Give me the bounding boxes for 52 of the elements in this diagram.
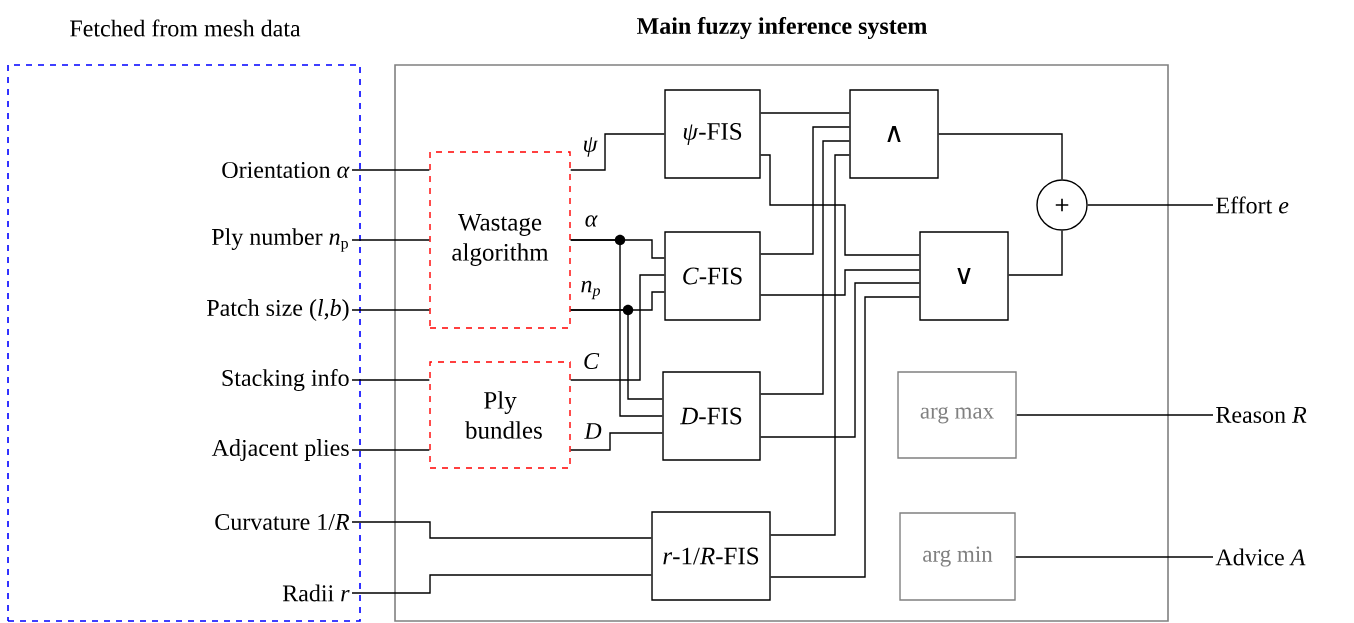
- connector-line: [760, 126, 850, 255]
- connector-line: [938, 133, 1063, 180]
- operator-box: ∨: [919, 231, 1009, 321]
- input-label: Radii r: [282, 584, 350, 602]
- output-label: Effort e: [1216, 196, 1289, 214]
- connector-line: [351, 379, 430, 381]
- edge-label: ψ: [580, 135, 600, 159]
- group-heading: Main fuzzy inference system: [637, 16, 927, 40]
- connector-line: [760, 269, 920, 296]
- output-label: Advice A: [1215, 548, 1306, 566]
- input-label: Stacking info: [222, 368, 349, 392]
- connector-line: [570, 432, 663, 451]
- group-heading: Fetched from mesh data: [70, 19, 301, 37]
- connector-line: [351, 521, 652, 539]
- edge-label: C: [581, 350, 601, 372]
- input-label: Orientation α: [222, 161, 350, 179]
- connector-line: [1008, 230, 1063, 276]
- input-label: Patch size (l,b): [207, 299, 349, 321]
- process-box: ψ-FIS: [664, 89, 761, 179]
- dashed-process-box: Ply bundles: [429, 361, 571, 469]
- connector-line: [351, 239, 430, 241]
- edge-label: α: [582, 213, 600, 229]
- connector-line: [351, 574, 652, 594]
- connector-line: [1015, 556, 1214, 558]
- connector-line: [760, 282, 920, 438]
- process-box: r-1/R-FIS: [651, 511, 771, 601]
- edge-label: n$_{p}$: [578, 278, 604, 302]
- connector-line: [351, 449, 430, 451]
- connector-line: [351, 309, 430, 311]
- connector-line: [770, 296, 920, 578]
- input-label: Ply number n$_{p}$: [211, 228, 348, 252]
- output-label: Reason R: [1216, 407, 1307, 423]
- connector-line: [570, 309, 663, 400]
- connector-line: [1016, 414, 1214, 416]
- operator-box: ∧: [849, 89, 939, 179]
- connector-line: [351, 169, 430, 171]
- connector-line: [570, 274, 665, 381]
- dashed-process-box: Wastage algorithm: [429, 151, 571, 329]
- connector-line: [760, 154, 920, 256]
- process-box: C-FIS: [664, 231, 761, 321]
- connector-line: [760, 112, 850, 114]
- input-label: Curvature 1/R: [215, 513, 350, 531]
- function-box: arg max: [897, 371, 1017, 459]
- connector-line: [760, 140, 850, 395]
- input-label: Adjacent plies: [211, 439, 349, 461]
- connector-line: [770, 154, 850, 536]
- function-box: arg min: [899, 512, 1016, 601]
- process-box: D-FIS: [662, 371, 761, 461]
- connector-line: [570, 133, 665, 171]
- connector-line: [1087, 204, 1214, 206]
- edge-label: D: [582, 421, 604, 441]
- connector-line: [570, 239, 663, 417]
